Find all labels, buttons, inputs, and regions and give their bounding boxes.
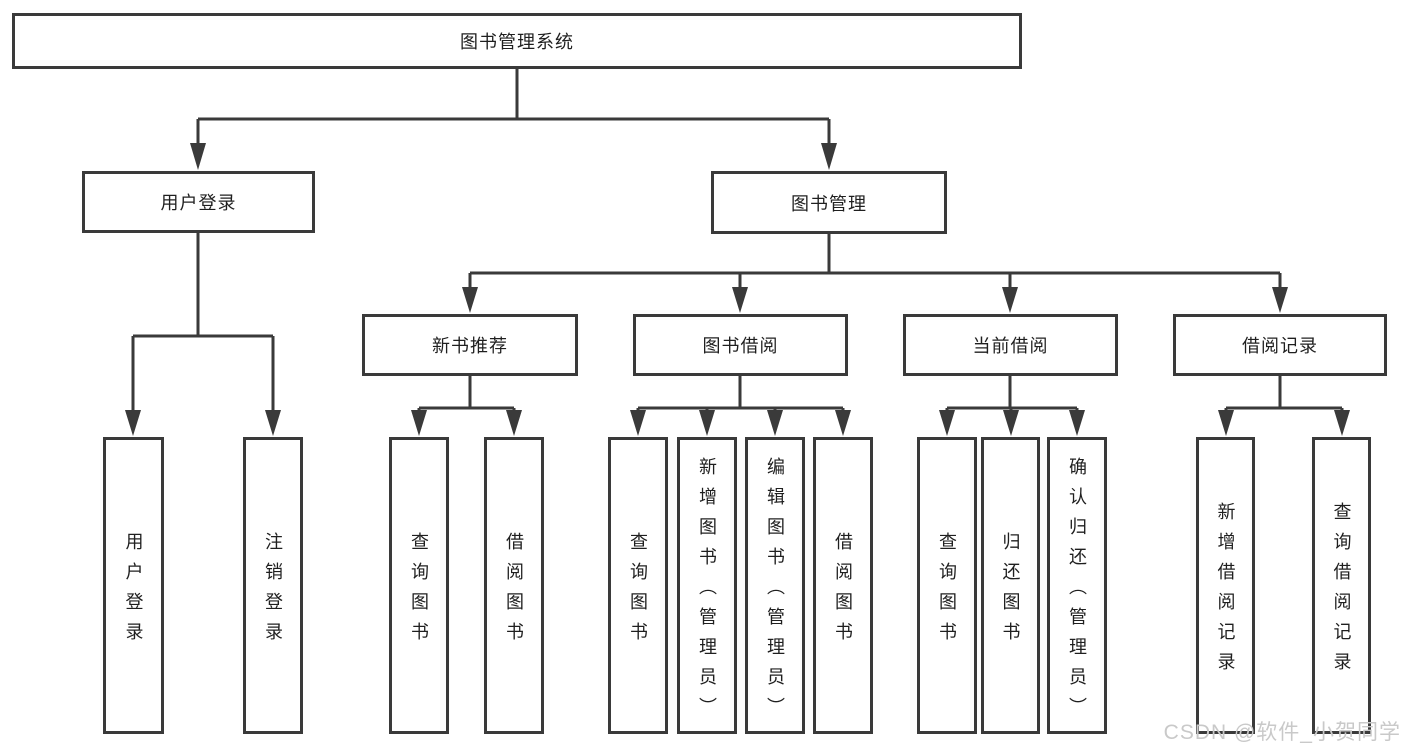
- node-new-book-recommendation: 新书推荐: [362, 314, 578, 376]
- node-book-borrowing: 图书借阅: [633, 314, 848, 376]
- node-current-query-books-label: 查询图书: [937, 531, 957, 652]
- node-user-login-group: 用户登录: [82, 171, 315, 233]
- node-edit-books-admin: 编辑图书（管理员）: [745, 437, 805, 734]
- node-confirm-return-admin: 确认归还（管理员）: [1047, 437, 1107, 734]
- node-borrowing-query-books-label: 查询图书: [628, 531, 648, 652]
- node-confirm-return-admin-label: 确认归还（管理员）: [1067, 456, 1087, 727]
- node-borrow-books: 借阅图书: [813, 437, 873, 734]
- node-borrowing-records: 借阅记录: [1173, 314, 1387, 376]
- node-return-books-label: 归还图书: [1000, 531, 1021, 652]
- node-user-login: 用户登录: [103, 437, 164, 734]
- arrowheads: [125, 143, 1350, 436]
- node-logout-label: 注销登录: [263, 531, 283, 652]
- node-edit-books-admin-label: 编辑图书（管理员）: [765, 456, 785, 727]
- node-query-borrow-record: 查询借阅记录: [1312, 437, 1371, 734]
- node-add-books-admin-label: 新增图书（管理员）: [697, 456, 717, 727]
- node-add-borrow-record-label: 新增借阅记录: [1215, 501, 1236, 682]
- node-newbook-query-books: 查询图书: [389, 437, 449, 734]
- node-newbook-borrow-books-label: 借阅图书: [504, 531, 524, 652]
- node-borrowing-query-books: 查询图书: [608, 437, 668, 734]
- node-newbook-query-books-label: 查询图书: [409, 531, 429, 652]
- node-query-borrow-record-label: 查询借阅记录: [1331, 501, 1352, 682]
- node-return-books: 归还图书: [981, 437, 1040, 734]
- node-book-management: 图书管理: [711, 171, 947, 234]
- csdn-watermark: CSDN @软件_小贺同学: [1163, 721, 1401, 744]
- node-current-query-books: 查询图书: [917, 437, 977, 734]
- node-current-borrowing: 当前借阅: [903, 314, 1118, 376]
- node-logout: 注销登录: [243, 437, 303, 734]
- node-newbook-borrow-books: 借阅图书: [484, 437, 544, 734]
- node-root-library-management-system: 图书管理系统: [12, 13, 1022, 69]
- node-borrow-books-label: 借阅图书: [833, 531, 853, 652]
- node-add-borrow-record: 新增借阅记录: [1196, 437, 1255, 734]
- node-user-login-label: 用户登录: [123, 531, 144, 652]
- node-add-books-admin: 新增图书（管理员）: [677, 437, 737, 734]
